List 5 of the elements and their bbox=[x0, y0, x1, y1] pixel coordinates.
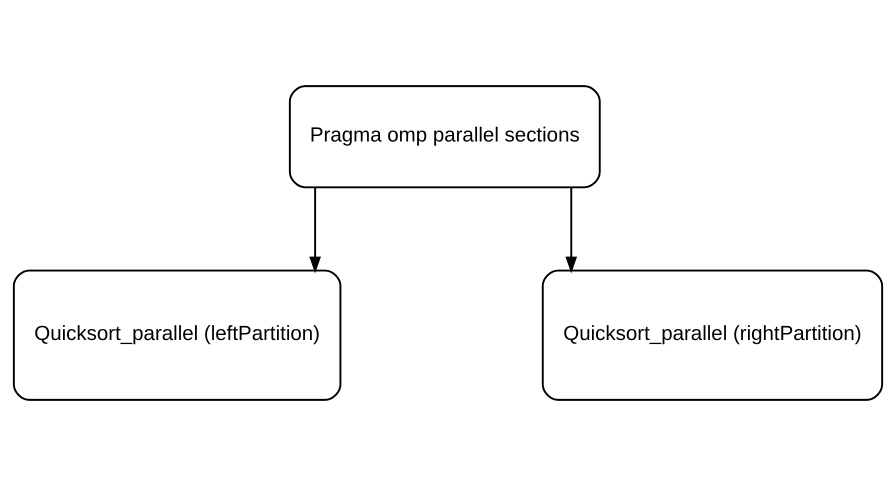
node-box: Quicksort_parallel (leftPartition) bbox=[12, 270, 342, 401]
arrow bbox=[565, 187, 578, 274]
arrow bbox=[309, 187, 321, 274]
node-box: Pragma omp parallel sections bbox=[288, 85, 601, 188]
node-box: Quicksort_parallel (rightPartition) bbox=[542, 270, 884, 401]
